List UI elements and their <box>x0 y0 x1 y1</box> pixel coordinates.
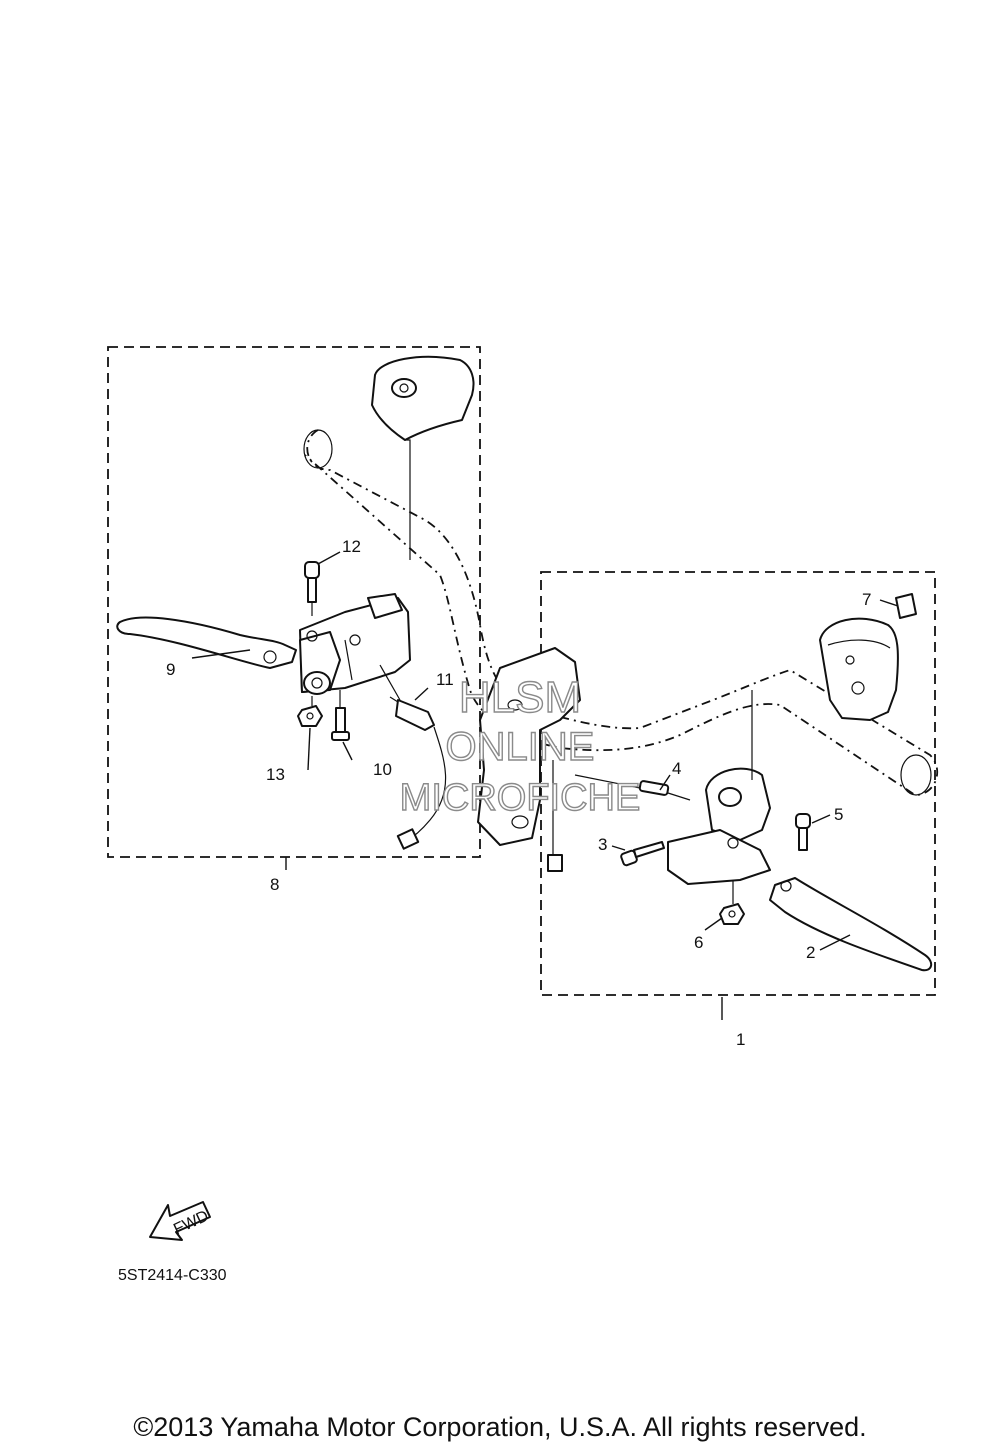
left-bolt-10 <box>331 690 350 741</box>
callout-1: 1 <box>736 1030 745 1049</box>
center-holder-part <box>477 647 581 872</box>
left-bolt-12 <box>304 561 320 616</box>
copyright-notice: ©2013 Yamaha Motor Corporation, U.S.A. A… <box>133 1412 866 1442</box>
watermark-line-1: HLSM <box>459 673 581 722</box>
callout-9: 9 <box>166 660 175 679</box>
callout-8: 8 <box>270 875 279 894</box>
right-lever-part <box>769 877 933 972</box>
fwd-arrow-icon: FWD <box>149 1201 211 1241</box>
left-switch-cover-part <box>371 355 475 560</box>
callout-2: 2 <box>806 943 815 962</box>
handlebar-outline <box>303 429 939 796</box>
right-clip-7 <box>895 593 917 619</box>
callout-12: 12 <box>342 537 361 556</box>
watermark: HLSM ONLINE MICROFICHE <box>399 672 641 819</box>
left-lever-part <box>116 616 297 669</box>
watermark-line-3: MICROFICHE <box>400 777 641 819</box>
assembly-box-8 <box>107 346 481 858</box>
drawing-code: 5ST2414-C330 <box>118 1267 227 1284</box>
clutch-switch-part <box>389 696 447 850</box>
callout-labels: 1 2 3 4 5 6 7 8 9 10 11 12 13 <box>166 537 871 1049</box>
callout-7: 7 <box>862 590 871 609</box>
callout-11: 11 <box>436 670 454 689</box>
left-nut-13 <box>297 696 323 727</box>
right-bolt-5 <box>795 813 811 851</box>
leader-lines <box>191 551 899 1020</box>
assembly-box-1 <box>540 571 936 996</box>
callout-4: 4 <box>672 759 681 778</box>
callout-3: 3 <box>598 835 607 854</box>
callout-5: 5 <box>834 805 843 824</box>
right-lever-holder-part <box>667 690 771 885</box>
right-switch-4 <box>574 774 691 801</box>
callout-6: 6 <box>694 933 703 952</box>
watermark-line-2: ONLINE <box>446 725 595 769</box>
callout-10: 10 <box>373 760 392 779</box>
right-switch-housing-part <box>819 617 899 721</box>
right-nut-6 <box>719 880 745 925</box>
callout-13: 13 <box>266 765 285 784</box>
left-lever-holder-part <box>299 593 411 701</box>
right-bolt-3 <box>620 841 665 867</box>
